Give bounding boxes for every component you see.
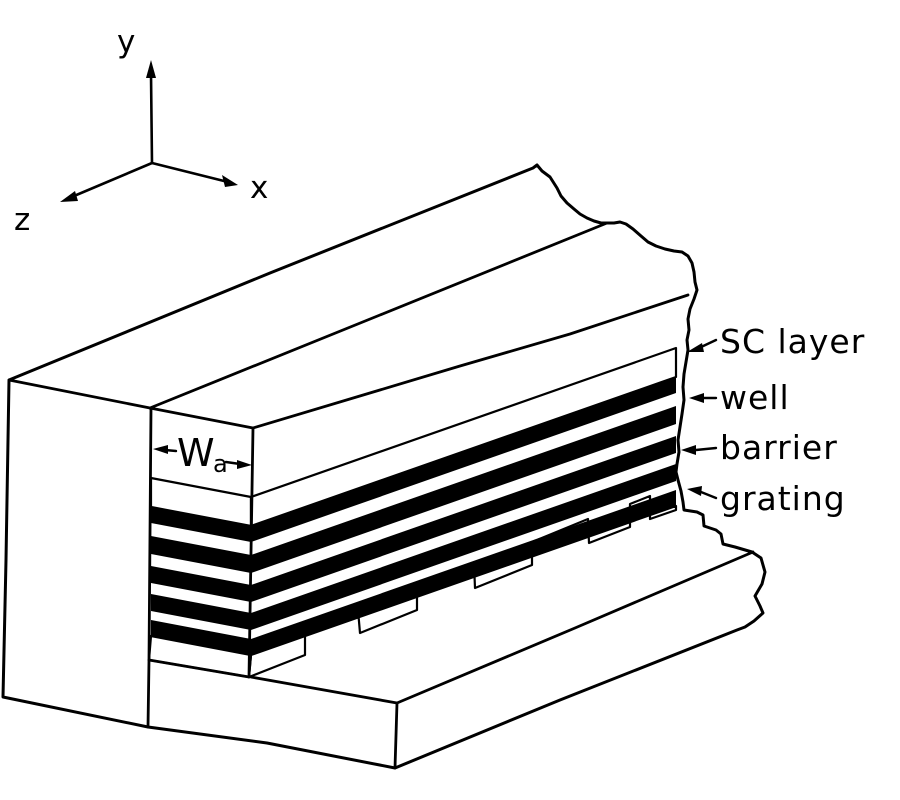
sc-layer-label: SC layer bbox=[720, 322, 865, 361]
grating-leader-line bbox=[699, 490, 718, 500]
ridge-side-top-edge bbox=[251, 293, 690, 430]
barrier-leader-line bbox=[694, 446, 718, 452]
x-axis-line bbox=[150, 161, 226, 183]
facet-layers bbox=[147, 476, 253, 679]
width-symbol: W bbox=[177, 431, 215, 475]
side-grating-corrugated-stipple bbox=[247, 494, 678, 679]
sc-layer-arrow-icon bbox=[687, 343, 704, 352]
structure-edges bbox=[7, 221, 755, 770]
y-axis-line bbox=[149, 72, 154, 165]
width-right-arrow-icon bbox=[237, 460, 252, 469]
x-axis-arrow-icon bbox=[222, 175, 238, 187]
side-well-band-2 bbox=[251, 406, 676, 573]
well-label: well bbox=[720, 378, 790, 417]
y-axis-label: y bbox=[117, 24, 135, 60]
y-axis-arrow-icon bbox=[146, 60, 156, 78]
chip-structure bbox=[1, 163, 767, 770]
side-well-band-1 bbox=[251, 377, 676, 542]
z-axis-label: z bbox=[14, 202, 30, 238]
ridge-front-top-edge bbox=[148, 221, 609, 410]
facet-well-band-1 bbox=[151, 507, 251, 542]
layer-labels: SC layer well barrier grating bbox=[681, 322, 865, 518]
base-front-corner-edge bbox=[393, 701, 399, 770]
width-left-line bbox=[163, 448, 178, 453]
base-top-right-edge bbox=[395, 550, 755, 705]
ridge-top-left-edge bbox=[7, 378, 152, 410]
facet-well-band-5 bbox=[151, 620, 251, 655]
facet-left-edge bbox=[146, 406, 153, 729]
side-well-band-4 bbox=[251, 464, 676, 630]
x-axis-label: x bbox=[250, 170, 268, 206]
side-layers bbox=[247, 346, 678, 679]
z-axis-arrow-icon bbox=[60, 191, 78, 202]
base-top-front-edge bbox=[249, 675, 399, 705]
barrier-label: barrier bbox=[720, 428, 838, 467]
facet-right-edge bbox=[247, 426, 255, 679]
width-annotation: W a bbox=[153, 431, 252, 478]
width-subscript: a bbox=[213, 450, 228, 478]
z-axis-line bbox=[72, 161, 154, 198]
facet-bottom-edge bbox=[147, 658, 251, 679]
coordinate-axes: y x z bbox=[14, 24, 268, 238]
grating-label: grating bbox=[720, 479, 846, 518]
well-arrow-icon bbox=[689, 393, 704, 403]
facet-well-band-4 bbox=[151, 594, 251, 630]
barrier-arrow-icon bbox=[681, 445, 696, 455]
chip-outline bbox=[1, 163, 767, 770]
side-well-band-3 bbox=[251, 436, 676, 602]
facet-top-edge bbox=[148, 406, 255, 430]
width-left-arrow-icon bbox=[153, 445, 168, 454]
facet-well-band-3 bbox=[151, 566, 251, 602]
grating-arrow-icon bbox=[687, 486, 702, 496]
facet-well-band-2 bbox=[151, 536, 251, 573]
